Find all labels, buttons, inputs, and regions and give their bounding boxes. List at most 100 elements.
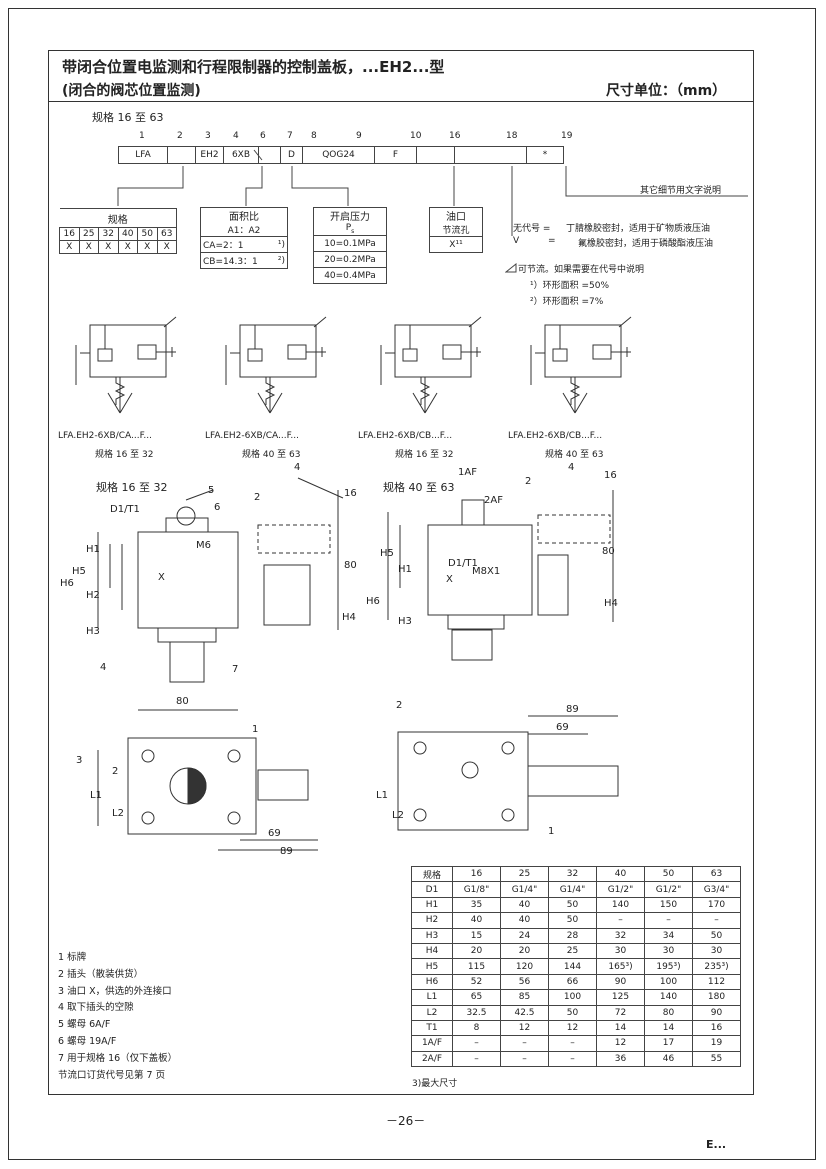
table-cell: 150 [644,896,693,914]
port-box-val: X¹¹ [429,236,483,253]
table-cell: – [452,1050,501,1068]
throttle-mark-icon [505,263,517,273]
code-num: 9 [356,131,362,141]
table-cell: 100 [548,989,597,1006]
size-cell: 63 [156,227,177,241]
port-x-right: X [446,574,453,585]
dim-h5-left: H5 [72,566,86,577]
table-cell: G1/4" [500,881,549,898]
table-cell: 12 [548,1019,597,1037]
size-mark: X [156,240,177,254]
dim-2-left: 2 [112,766,119,777]
table-cell: 20 [500,942,549,960]
table-cell: 66 [548,973,597,991]
dim-89-left: 89 [280,846,293,857]
table-cell: – [548,1050,597,1068]
table-cell: – [500,1035,549,1052]
size-cell: 16 [59,227,80,241]
table-cell: 46 [644,1050,693,1068]
symbol-code: LFA.EH2-6XB/CB...F... [508,431,603,441]
size-mark: X [117,240,138,254]
table-cell: 32 [548,865,597,883]
table-cell: 42.5 [500,1004,549,1021]
seal-none-label: 无代号 = [513,224,551,234]
pressure-row: 40=0.4MPa [313,267,387,284]
table-cell: 40 [452,912,501,929]
table-cell: G1/2" [644,881,693,898]
dim-80-right: 80 [602,546,615,557]
label-2af: 2AF [484,495,503,506]
table-cell: 140 [644,989,693,1006]
code-num: 6 [260,131,266,141]
header-divider [48,101,754,102]
table-cell: H3 [411,927,453,944]
table-cell: H5 [411,958,453,975]
code-cell: 6XB [223,146,258,164]
table-cell: 25 [500,865,549,883]
area-row-label: CB=14.3：1 [200,252,274,269]
page-frame [8,8,816,1160]
table-footnote: 3)最大尺寸 [412,1079,458,1089]
table-cell: 125 [596,989,645,1006]
table-cell: 52 [452,973,501,991]
dim-80-side: 80 [344,560,357,571]
area-box-title: 面积比 [200,207,288,223]
dimension-drawings [97,477,619,851]
page-number: －26－ [386,1114,426,1128]
table-cell: 112 [692,973,741,991]
table-cell: 50 [692,927,741,944]
label-3: 3 [76,755,83,766]
table-cell: 65 [452,989,501,1006]
dim-h4-left: H4 [342,612,356,623]
pressure-row: 10=0.1MPa [313,235,387,252]
seal-v-text: 氟橡胶密封，适用于磷酸酯液压油 [578,239,714,249]
label-2-left: 2 [254,492,261,503]
table-cell: 50 [644,865,693,883]
drawing-left-title: 规格 16 至 32 [96,481,168,494]
dim-h2: H2 [86,590,100,601]
code-cell: LFA [118,146,167,164]
dim-h1-right: H1 [398,564,412,575]
note-item: 7 用于规格 16（仅下盖板） [58,1052,178,1064]
table-cell: 17 [644,1035,693,1052]
code-num: 18 [506,131,518,141]
table-cell: 30 [596,942,645,960]
seal-v-label: V [513,236,520,246]
code-cell: * [526,146,564,164]
dim-16-right: 16 [604,470,617,481]
label-4-left: 4 [294,462,301,473]
table-cell: 35 [452,896,501,914]
label-1-right: 1 [548,826,555,837]
table-cell: H1 [411,896,453,914]
note-item: 2 插头（散装供货） [58,968,144,980]
pressure-row: 20=0.2MPa [313,251,387,268]
table-cell: 15 [452,927,501,944]
size-mark: X [98,240,119,254]
label-d1t1-right: D1/T1 [448,558,478,569]
table-cell: 50 [548,912,597,929]
table-cell: 115 [452,958,501,975]
code-num: 4 [233,131,239,141]
code-leader-lines [117,149,748,236]
dim-h6-right: H6 [366,596,380,607]
code-num: 2 [177,131,183,141]
dim-h4-right: H4 [604,598,618,609]
code-cell [167,146,195,164]
area-row-note: ²) [273,252,289,269]
table-cell: 140 [596,896,645,914]
table-cell: 165³) [596,958,645,975]
code-cell: QOG24 [302,146,374,164]
table-cell: 14 [596,1019,645,1037]
table-cell: 63 [692,865,741,883]
area-box-sub: A1：A2 [200,223,288,237]
label-4-right: 4 [568,462,575,473]
label-d1t1-left: D1/T1 [110,504,140,515]
table-cell: 20 [452,942,501,960]
table-cell: 14 [644,1019,693,1037]
dim-l2-left: L2 [112,808,124,819]
label-6: 6 [214,502,221,513]
